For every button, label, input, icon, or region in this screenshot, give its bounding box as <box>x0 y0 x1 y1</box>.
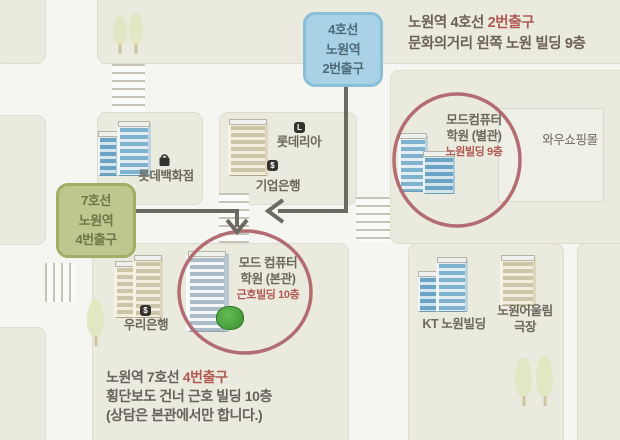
tree-icon <box>87 299 104 337</box>
theater-building-icon <box>500 255 536 308</box>
crosswalk-center <box>219 193 249 243</box>
note-line4-row1: 노원역 4호선 2번출구 <box>408 13 585 34</box>
directions-note-line4: 노원역 4호선 2번출구 문화의거리 왼쪽 노원 빌딩 9층 <box>408 13 586 55</box>
tree-icon <box>113 15 127 45</box>
label-lotteria: 롯데리아 <box>276 135 322 149</box>
woori-building-icon <box>114 255 163 318</box>
subway-line4-exit2-badge: 4호선 노원역 2번출구 <box>303 12 383 87</box>
label-theater-line2: 극장 <box>513 319 537 334</box>
label-annex-name-line2: 학원 (별관) <box>446 128 502 143</box>
kt-building-icon <box>418 257 468 314</box>
label-theater-line1: 노원어울림 <box>497 304 553 318</box>
tree-icon <box>536 355 553 397</box>
label-woori: 우리은행 <box>123 318 169 332</box>
label-annex: 모드컴퓨터 학원 (별관) 노원빌딩 9층 <box>418 113 530 160</box>
city-block-top-left <box>0 0 46 64</box>
woori-badge-icon: $ <box>140 305 151 316</box>
badge-line7-row3: 4번출구 <box>75 232 117 247</box>
badge-line4-row1: 4호선 <box>328 22 358 37</box>
lotteria-badge-icon: L <box>294 122 305 133</box>
badge-line4-row3: 2번출구 <box>322 61 364 76</box>
label-theater: 노원어울림 극장 <box>488 304 562 335</box>
crosswalk-top <box>112 64 145 112</box>
note-line7-exit: 4번출구 <box>182 369 228 385</box>
note-line7-prefix: 노원역 7호선 <box>106 369 183 385</box>
ibk-building-icon <box>228 119 268 176</box>
note-line4-prefix: 노원역 4호선 <box>408 15 488 31</box>
city-block-bottom-left <box>0 327 46 440</box>
label-kt: KT 노원빌딩 <box>422 317 486 331</box>
crosswalk-right <box>356 197 390 242</box>
label-annex-name-line1: 모드컴퓨터 <box>446 113 502 127</box>
note-line7-row2: 횡단보도 건너 근호 빌딩 10층 <box>106 387 273 404</box>
badge-line4-row2: 노원역 <box>325 41 361 57</box>
label-main-name-line1: 모드 컴퓨터 <box>238 256 298 270</box>
ibk-badge-icon: $ <box>267 160 278 171</box>
city-block-bottom-far-right <box>577 243 620 440</box>
note-line7-row1: 노원역 7호선 4번출구 <box>106 368 272 387</box>
lotte-department-building-icon <box>98 120 151 176</box>
tree-icon <box>129 13 143 45</box>
tree-icon <box>515 357 532 397</box>
label-lotte-dept: 롯데백화점 <box>138 169 194 183</box>
label-ibk: 기업은행 <box>255 179 301 193</box>
label-annex-floor: 노원빌딩 9층 <box>445 146 503 159</box>
label-main-floor: 근호빌딩 10층 <box>236 289 300 302</box>
note-line7-row3: (상담은 본관에서만 합니다.) <box>106 406 263 423</box>
badge-line7-row1: 7호선 <box>81 193 111 208</box>
label-main: 모드 컴퓨터 학원 (본관) 근호빌딩 10층 <box>226 256 310 303</box>
city-block-left-mid <box>0 115 46 245</box>
directions-note-line7: 노원역 7호선 4번출구 횡단보도 건너 근호 빌딩 10층 (상담은 본관에서… <box>106 368 272 425</box>
shopping-bag-icon <box>158 152 171 173</box>
badge-line7-row2: 노원역 <box>78 212 114 228</box>
bush-icon <box>216 306 244 330</box>
label-main-name-line2: 학원 (본관) <box>240 271 296 286</box>
note-line4-row2: 문화의거리 왼쪽 노원 빌딩 9층 <box>408 36 586 53</box>
crosswalk-left <box>45 263 76 302</box>
label-wow-mall: 와우쇼핑몰 <box>542 133 598 147</box>
note-line4-exit: 2번출구 <box>487 15 535 31</box>
subway-line7-exit4-badge: 7호선 노원역 4번출구 <box>56 183 136 258</box>
